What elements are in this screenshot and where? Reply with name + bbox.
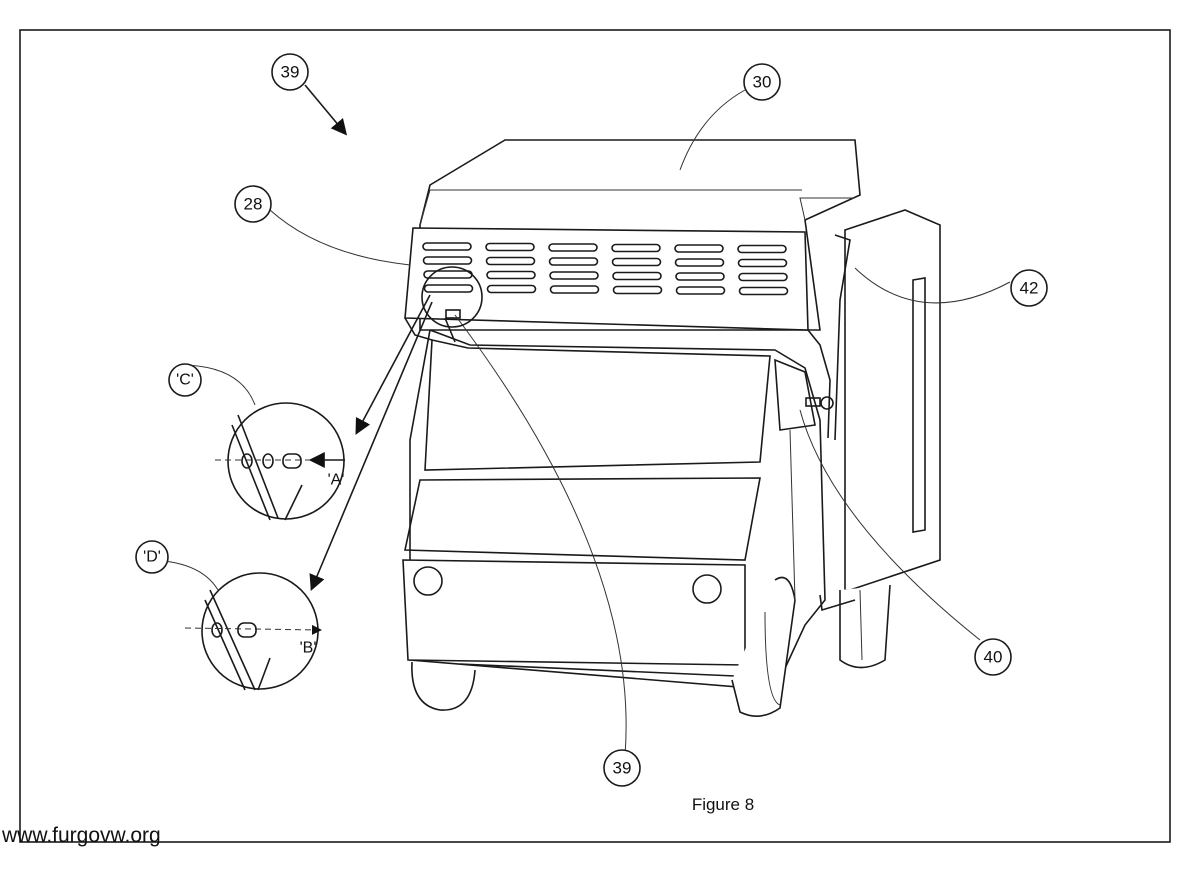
callout-39-top: 39 — [271, 53, 309, 91]
vent-slot — [612, 271, 662, 281]
vent-slot — [485, 256, 536, 266]
vent-slot — [423, 284, 474, 293]
callout-40: 40 — [974, 638, 1012, 676]
detail-view-d — [184, 572, 322, 691]
vent-slot — [548, 257, 599, 266]
figure-border — [19, 29, 1171, 843]
vent-slot — [422, 242, 472, 251]
front-right-wheel — [731, 576, 796, 717]
vent-slot — [486, 284, 537, 294]
vent-slots — [422, 242, 789, 296]
vent-slot — [674, 244, 724, 253]
vent-slot — [674, 258, 725, 267]
vent-slot — [738, 286, 789, 296]
callout-28: 28 — [234, 185, 272, 223]
watermark: www.furgovw.org — [1, 824, 161, 847]
vent-slot — [611, 257, 662, 267]
svg-text:'D': 'D' — [143, 549, 161, 566]
label-a: 'A' — [328, 472, 345, 489]
vent-slot — [485, 242, 535, 252]
detail-source-circle — [421, 266, 483, 328]
front-left-wheel — [411, 661, 476, 711]
svg-text:40: 40 — [984, 648, 1003, 667]
pivot-pin — [820, 396, 834, 410]
roof-side-bracket — [834, 234, 851, 441]
vent-slot — [675, 272, 725, 281]
leader-lines — [144, 84, 1011, 756]
hinge-pin — [445, 309, 461, 319]
svg-text:39: 39 — [613, 759, 632, 778]
vehicle-drawing — [402, 139, 941, 717]
vent-slot — [549, 271, 599, 280]
callout-42: 42 — [1010, 269, 1048, 307]
label-c: 'C' — [168, 363, 202, 397]
callout-30: 30 — [743, 63, 781, 101]
vent-slot — [486, 270, 536, 280]
svg-text:28: 28 — [244, 195, 263, 214]
vent-slot — [549, 285, 600, 294]
svg-text:39: 39 — [281, 63, 300, 82]
label-b: 'B' — [300, 640, 317, 657]
detail-view-c — [215, 402, 345, 521]
vent-slot — [548, 243, 598, 252]
svg-text:30: 30 — [753, 73, 772, 92]
front-panel — [402, 559, 746, 666]
rear-wheel — [839, 584, 891, 669]
left-headlight — [413, 566, 443, 596]
vent-slot — [612, 285, 663, 295]
vent-slot — [611, 243, 661, 253]
vent-slot — [422, 256, 473, 265]
vent-slot — [738, 272, 788, 282]
windscreen — [424, 339, 771, 471]
vent-slot — [737, 244, 787, 254]
vent-slot — [675, 286, 726, 295]
figure-caption: Figure 8 — [692, 795, 754, 814]
vent-slot — [737, 258, 788, 268]
right-headlight — [692, 574, 722, 604]
side-window — [774, 358, 816, 431]
hood — [404, 477, 761, 561]
callout-39-bottom: 39 — [603, 749, 641, 787]
svg-text:42: 42 — [1020, 279, 1039, 298]
svg-text:'C': 'C' — [176, 372, 194, 389]
label-d: 'D' — [135, 540, 169, 574]
